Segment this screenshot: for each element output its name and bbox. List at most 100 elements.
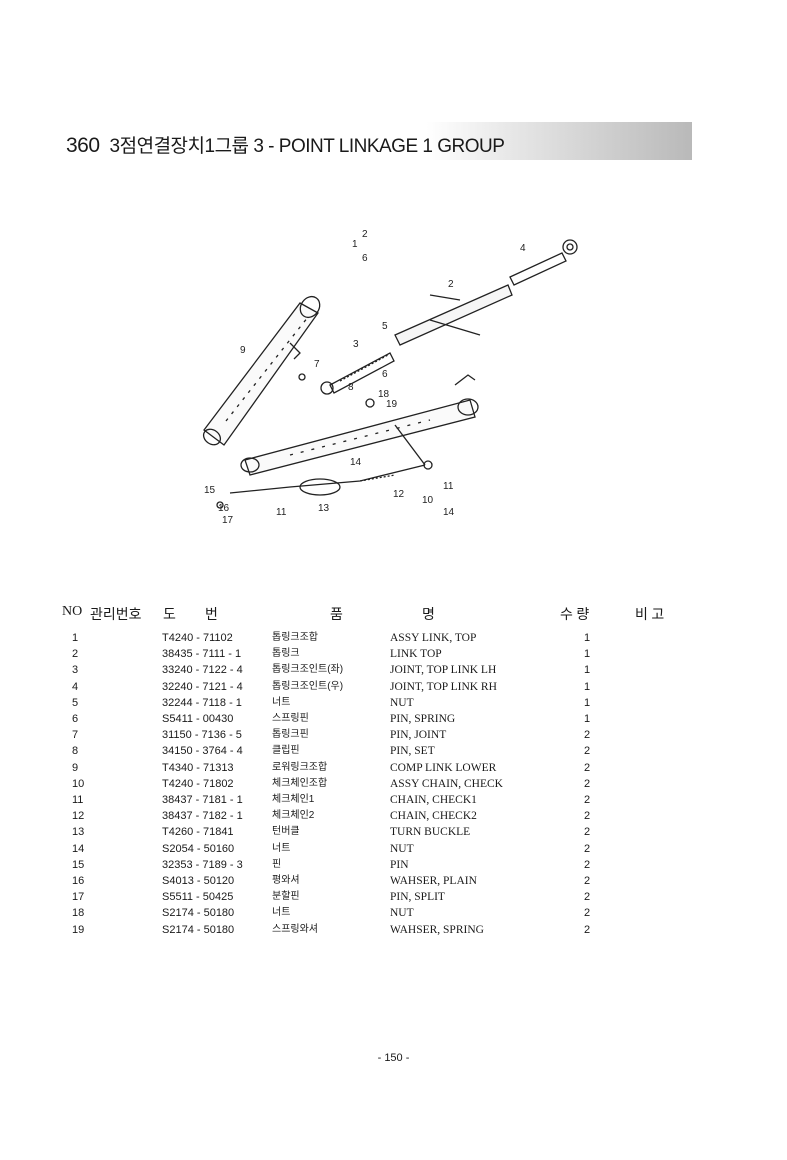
part-number-index: 6 <box>72 713 79 726</box>
part-number-index: 9 <box>72 761 79 774</box>
part-code: 34150 - 3764 - 4 <box>162 745 243 758</box>
part-quantity: 1 <box>584 664 591 677</box>
part-code: 32240 - 7121 - 4 <box>162 680 243 693</box>
column-header-beon: 번 <box>205 608 218 623</box>
part-name-korean: 로워링크조합 <box>272 761 328 773</box>
part-name-english: WAHSER, PLAIN <box>390 875 477 888</box>
part-number-index: 10 <box>72 777 85 790</box>
part-code: S4013 - 50120 <box>162 875 235 888</box>
part-code: S5511 - 50425 <box>162 891 234 904</box>
part-name-korean: 너트 <box>272 696 291 708</box>
part-code: 38437 - 7181 - 1 <box>162 794 243 807</box>
part-code: S5411 - 00430 <box>162 713 234 726</box>
column-header-remark: 비 고 <box>635 608 665 623</box>
part-number-index: 16 <box>72 875 85 888</box>
part-name-korean: 평와셔 <box>272 875 300 887</box>
table-row: 3 33240 - 7122 - 4 톱링크조인트(좌) JOINT, TOP LIN… <box>60 662 624 678</box>
part-quantity: 2 <box>584 777 591 790</box>
callout-label: 12 <box>393 489 405 500</box>
part-name-english: JOINT, TOP LINK LH <box>390 664 497 677</box>
part-name-english: NUT <box>390 842 414 855</box>
part-quantity: 1 <box>584 648 591 661</box>
part-name-korean: 너트 <box>272 842 291 854</box>
callout-label: 2 <box>362 229 368 240</box>
part-code: 33240 - 7122 - 4 <box>162 664 243 677</box>
callout-label: 2 <box>448 279 454 290</box>
callout-label: 1 <box>352 239 358 250</box>
callout-label: 14 <box>350 457 362 468</box>
part-name-english: ASSY LINK, TOP <box>390 632 477 644</box>
table-row: 1 T4240 - 71102 톱링크조합 ASSY LINK, TOP 1 <box>60 630 624 646</box>
column-header-qty: 수 량 <box>560 608 590 623</box>
callout-label: 10 <box>422 495 434 506</box>
part-name-english: CHAIN, CHECK2 <box>390 810 477 823</box>
callout-label: 7 <box>314 359 320 370</box>
column-header-pum: 품 <box>330 608 343 623</box>
part-quantity: 2 <box>584 842 591 855</box>
part-name-korean: 톱링크조합 <box>272 632 318 643</box>
part-number-index: 8 <box>72 745 79 758</box>
part-number-index: 15 <box>72 858 85 871</box>
page-number: - 150 - <box>377 1052 410 1064</box>
part-number-index: 7 <box>72 729 79 742</box>
part-quantity: 2 <box>584 761 591 774</box>
part-number-index: 17 <box>72 891 85 904</box>
part-quantity: 2 <box>584 858 591 871</box>
part-quantity: 2 <box>584 745 591 758</box>
part-number-index: 1 <box>72 632 79 644</box>
part-code: T4240 - 71102 <box>162 632 233 644</box>
callout-label: 5 <box>382 321 388 332</box>
part-name-korean: 톱링크조인트(좌) <box>272 664 344 676</box>
part-name-korean: 스프링핀 <box>272 713 309 725</box>
part-name-korean: 체크체인1 <box>272 794 315 806</box>
callout-label: 17 <box>222 515 234 526</box>
part-name-english: PIN <box>390 858 409 871</box>
part-number-index: 13 <box>72 826 85 839</box>
part-number-index: 3 <box>72 664 79 677</box>
part-name-english: NUT <box>390 907 414 920</box>
part-name-korean: 분할핀 <box>272 891 300 903</box>
callout-label: 19 <box>386 399 398 410</box>
callout-label: 6 <box>362 253 368 264</box>
part-code: T4260 - 71841 <box>162 826 234 839</box>
part-quantity: 2 <box>584 810 591 823</box>
part-name-korean: 스프링와셔 <box>272 923 318 935</box>
part-quantity: 2 <box>584 826 591 839</box>
part-name-english: PIN, SPLIT <box>390 891 445 904</box>
part-name-korean: 체크체인2 <box>272 810 315 822</box>
part-name-english: NUT <box>390 696 414 709</box>
part-number-index: 5 <box>72 696 79 709</box>
part-name-korean: 턴버클 <box>272 826 300 838</box>
part-quantity: 1 <box>584 632 591 644</box>
callout-label: 16 <box>218 503 230 514</box>
part-quantity: 2 <box>584 729 591 742</box>
part-code: T4240 - 71802 <box>162 777 234 790</box>
callout-label: 6 <box>382 369 388 380</box>
part-name-english: JOINT, TOP LINK RH <box>390 680 497 693</box>
part-number-index: 18 <box>72 907 85 920</box>
part-name-english: ASSY CHAIN, CHECK <box>390 777 503 790</box>
callout-label: 8 <box>348 382 354 393</box>
part-code: 32353 - 7189 - 3 <box>162 858 243 871</box>
part-code: S2174 - 50180 <box>162 923 235 936</box>
part-code: 31150 - 7136 - 5 <box>162 729 242 742</box>
exploded-parts-diagram: 2 1 6 4 2 5 3 9 7 8 6 18 19 14 12 10 11 … <box>202 229 578 526</box>
part-code: 38437 - 7182 - 1 <box>162 810 243 823</box>
callout-label: 3 <box>353 339 359 350</box>
part-name-english: PIN, SET <box>390 745 435 758</box>
part-number-index: 2 <box>72 648 79 661</box>
callout-label: 18 <box>378 389 390 400</box>
part-name-english: CHAIN, CHECK1 <box>390 794 477 807</box>
